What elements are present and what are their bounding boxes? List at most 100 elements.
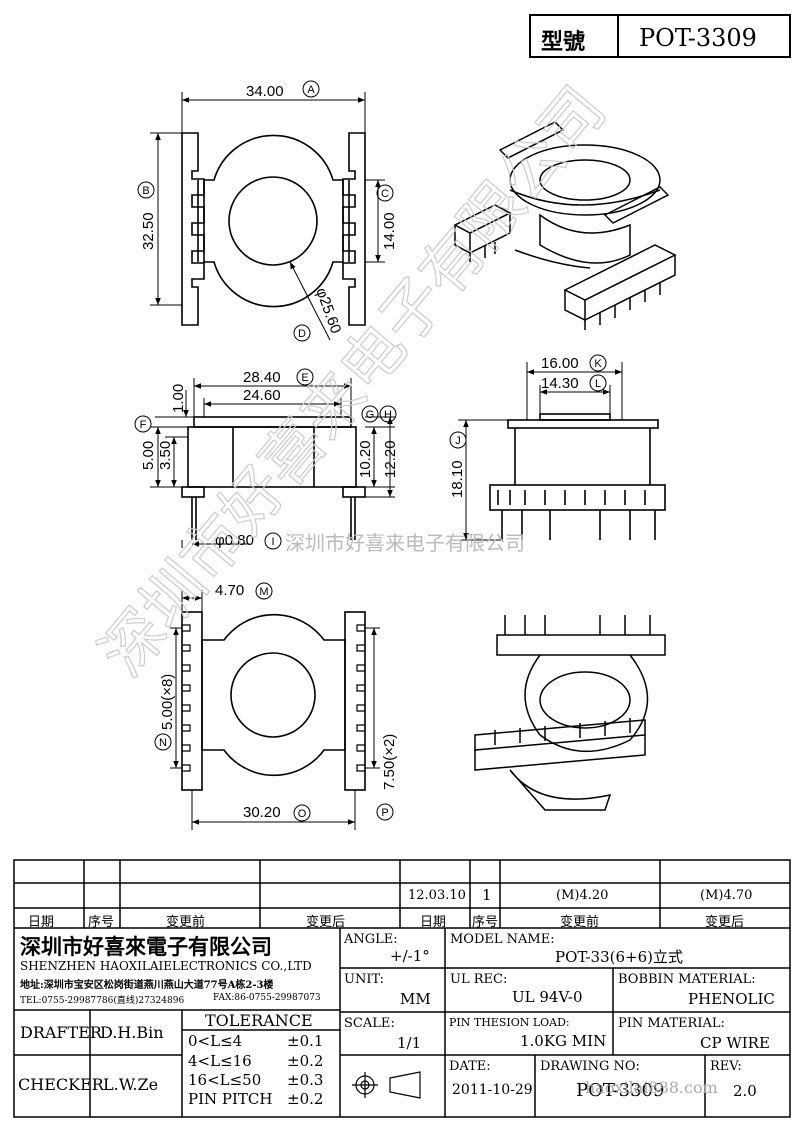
letter-l-marker: L xyxy=(589,374,607,392)
scale-label: SCALE: xyxy=(344,1016,395,1031)
tol-range-1: 4<L≤16 xyxy=(188,1052,252,1070)
company-fax: FAX:86-0755-29987073 xyxy=(213,993,321,1003)
rev-before: (M)4.20 xyxy=(556,888,609,903)
dim-b: 32.50 xyxy=(140,212,157,250)
svg-text:J: J xyxy=(455,435,461,447)
company-tel: TEL:0755-29987786(直线)27324896 xyxy=(20,996,185,1006)
letter-f-marker: F xyxy=(134,415,152,433)
dim-p: 7.50(×2) xyxy=(381,734,398,790)
svg-text:N: N xyxy=(159,737,167,749)
technical-drawing: 34.00 32.50 14.00 φ25.60 28.40 24.60 1.0… xyxy=(87,74,677,830)
top-view xyxy=(181,132,366,326)
svg-text:O: O xyxy=(298,808,307,820)
rev-no: 1 xyxy=(482,886,492,904)
scale-value: 1/1 xyxy=(397,1034,422,1052)
pin-material-label: PIN MATERIAL: xyxy=(618,1016,725,1031)
company-name-en: SHENZHEN HAOXILAIELECTRONICS CO.,LTD xyxy=(20,959,312,973)
drawing-no-value: POT-3309 xyxy=(576,1080,665,1101)
tol-range-0: 0<L≤4 xyxy=(188,1032,243,1050)
tol-value-3: ±0.2 xyxy=(287,1090,324,1108)
rev-after: (M)4.70 xyxy=(700,888,753,903)
unit-value: MM xyxy=(400,990,431,1008)
model-number-box: 型號 POT-3309 xyxy=(529,14,791,58)
date-label: DATE: xyxy=(449,1059,491,1074)
svg-text:K: K xyxy=(594,358,602,370)
ul-label: UL REC: xyxy=(450,972,508,987)
rev-value: 2.0 xyxy=(733,1082,757,1100)
date-value: 2011-10-29 xyxy=(452,1082,533,1098)
svg-text:A: A xyxy=(307,84,315,96)
svg-text:M: M xyxy=(259,586,268,598)
bottom-view xyxy=(181,611,366,791)
bobbin-value: PHENOLIC xyxy=(688,990,775,1008)
dim-a: 34.00 xyxy=(246,83,284,100)
dim-n: 5.00(×8) xyxy=(159,674,176,730)
hdr-no-1: 序号 xyxy=(88,915,115,930)
svg-text:I: I xyxy=(271,536,274,548)
company-name-cn: 深圳市好喜來電子有限公司 xyxy=(20,934,272,959)
pin-load-value: 1.0KG MIN xyxy=(520,1032,607,1050)
hdr-after-1: 变更后 xyxy=(306,915,346,930)
checker-label: CHECKER xyxy=(18,1075,104,1094)
dim-e: 28.40 xyxy=(243,369,281,386)
dim-h2: 12.20 xyxy=(382,440,399,478)
rev-date: 12.03.10 xyxy=(408,888,466,903)
dim-c: 14.00 xyxy=(381,212,398,250)
model-name-value: POT-33(6+6)立式 xyxy=(555,948,683,966)
letter-d-marker: D xyxy=(293,324,311,342)
drafter-value: D.H.Bin xyxy=(100,1023,164,1042)
ul-value: UL 94V-0 xyxy=(512,988,583,1006)
letter-p-marker: P xyxy=(376,803,394,821)
svg-text:D: D xyxy=(298,328,306,340)
svg-text:E: E xyxy=(301,372,308,384)
pin-material-value: CP WIRE xyxy=(700,1034,770,1052)
letter-g-marker: G xyxy=(361,405,379,423)
tol-range-2: 16<L≤50 xyxy=(188,1071,262,1089)
hdr-before-1: 变更前 xyxy=(166,915,206,930)
letter-i-marker: I xyxy=(264,532,282,550)
pin-load-label: PIN THESION LOAD: xyxy=(449,1016,570,1029)
tol-value-2: ±0.3 xyxy=(287,1071,324,1089)
tol-range-3: PIN PITCH xyxy=(188,1090,273,1108)
rev-label: REV: xyxy=(710,1059,742,1074)
projection-symbol xyxy=(352,1071,421,1099)
drafter-label: DRAFTER xyxy=(20,1023,102,1042)
letter-b-marker: B xyxy=(137,181,155,199)
letter-m-marker: M xyxy=(255,582,273,600)
company-address: 地址:深圳市宝安区松岗街道燕川燕山大道77号A栋2-3楼 xyxy=(20,980,274,991)
hdr-date-2: 日期 xyxy=(420,915,447,930)
model-value: POT-3309 xyxy=(639,24,757,52)
isometric-view-top xyxy=(453,121,677,330)
isometric-view-bottom xyxy=(474,615,666,811)
side-view xyxy=(489,413,666,540)
hdr-after-2: 变更后 xyxy=(705,915,745,930)
letter-e-marker: E xyxy=(296,368,314,386)
svg-text:B: B xyxy=(142,185,149,197)
dim-1: 1.00 xyxy=(170,384,187,413)
dim-m: 4.70 xyxy=(215,582,244,599)
front-view xyxy=(181,416,366,540)
letter-a-marker: A xyxy=(302,80,320,98)
tol-value-0: ±0.1 xyxy=(287,1032,324,1050)
dim-350: 3.50 xyxy=(157,441,174,470)
hdr-before-2: 变更前 xyxy=(560,915,600,930)
unit-label: UNIT: xyxy=(344,972,385,987)
tol-value-1: ±0.2 xyxy=(287,1052,324,1070)
bobbin-label: BOBBIN MATERIAL: xyxy=(618,972,756,987)
svg-text:H: H xyxy=(384,409,392,421)
hdr-no-2: 序号 xyxy=(472,915,499,930)
hdr-date-1: 日期 xyxy=(28,915,55,930)
dim-j: 18.10 xyxy=(449,460,466,498)
dim-k: 16.00 xyxy=(541,355,579,372)
letter-k-marker: K xyxy=(589,354,607,372)
letter-j-marker: J xyxy=(449,431,467,449)
url-watermark: haoxilai888.com xyxy=(585,1078,718,1097)
dim-h1: 10.20 xyxy=(357,440,374,478)
model-name-label: MODEL NAME: xyxy=(450,932,555,947)
svg-text:G: G xyxy=(366,409,375,421)
svg-text:F: F xyxy=(140,419,147,431)
dim-l: 14.30 xyxy=(541,375,579,392)
model-label: 型號 xyxy=(541,29,586,55)
letter-o-marker: O xyxy=(293,804,311,822)
